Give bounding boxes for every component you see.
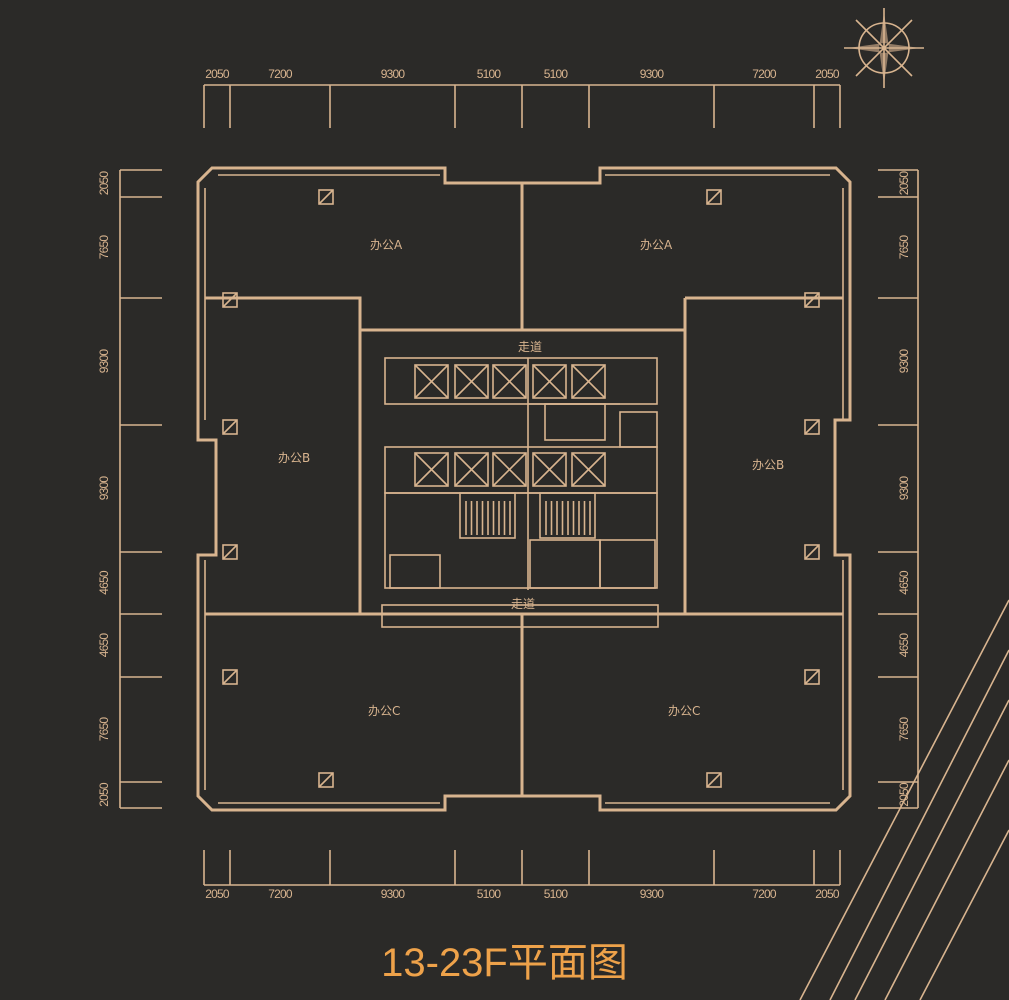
column bbox=[804, 292, 820, 308]
left-dimension-label: 9300 bbox=[97, 476, 111, 501]
column bbox=[804, 669, 820, 685]
column bbox=[706, 772, 722, 788]
top-dimension-label: 7200 bbox=[268, 67, 293, 81]
right-dimension-label: 2050 bbox=[897, 782, 911, 807]
column bbox=[222, 419, 238, 435]
elevator-shaft bbox=[532, 364, 567, 399]
bottom-dimension-label: 2050 bbox=[815, 887, 840, 901]
decorative-diagonal-lines bbox=[799, 599, 1009, 1000]
bottom-dimension-label: 7200 bbox=[752, 887, 777, 901]
room-label-office-a-left: 办公A bbox=[370, 237, 403, 252]
room-label-office-b-left: 办公B bbox=[278, 450, 310, 465]
right-dimension-label: 7650 bbox=[897, 717, 911, 742]
right-dimension-label: 4650 bbox=[897, 570, 911, 595]
column bbox=[222, 292, 238, 308]
elevator-shaft bbox=[571, 452, 606, 487]
left-dimension-label: 2050 bbox=[97, 782, 111, 807]
plan-title: 13-23F平面图 bbox=[381, 941, 628, 985]
room-label-office-b-right: 办公B bbox=[752, 457, 784, 472]
right-dimension-label: 4650 bbox=[897, 633, 911, 658]
elevator-shaft bbox=[492, 364, 527, 399]
column bbox=[318, 772, 334, 788]
top-dimension-label: 7200 bbox=[752, 67, 777, 81]
top-dimension-label: 5100 bbox=[477, 67, 502, 81]
elevator-shaft bbox=[571, 364, 606, 399]
bottom-dimension-label: 2050 bbox=[205, 887, 230, 901]
staircase bbox=[545, 501, 591, 535]
left-dimension-label: 7650 bbox=[97, 235, 111, 260]
columns bbox=[222, 189, 820, 788]
room-label-corridor-top: 走道 bbox=[518, 340, 542, 354]
bottom-dimension-label: 9300 bbox=[381, 887, 406, 901]
left-dimension-label: 2050 bbox=[97, 171, 111, 196]
top-dimension-label: 2050 bbox=[205, 67, 230, 81]
column bbox=[804, 544, 820, 560]
top-dimension-label: 2050 bbox=[815, 67, 840, 81]
right-dimension-label: 9300 bbox=[897, 349, 911, 374]
right-dimension-label: 2050 bbox=[897, 171, 911, 196]
column bbox=[706, 189, 722, 205]
partitions bbox=[205, 183, 843, 796]
room-label-office-c-right: 办公C bbox=[668, 703, 700, 718]
column bbox=[318, 189, 334, 205]
left-dimension-label: 9300 bbox=[97, 349, 111, 374]
column bbox=[804, 419, 820, 435]
compass-rose-icon bbox=[844, 8, 924, 88]
room-labels: 办公A 办公A 办公B 办公B 办公C 办公C 走道 走道 bbox=[278, 237, 784, 718]
top-dimension-label: 9300 bbox=[640, 67, 665, 81]
room-label-corridor-bottom: 走道 bbox=[511, 597, 535, 611]
staircase bbox=[465, 501, 511, 535]
column bbox=[222, 544, 238, 560]
elevator-shaft bbox=[532, 452, 567, 487]
column bbox=[222, 669, 238, 685]
elevator-shaft bbox=[454, 364, 489, 399]
right-dimension-label: 9300 bbox=[897, 476, 911, 501]
elevator-shaft bbox=[492, 452, 527, 487]
left-dimension-label: 4650 bbox=[97, 633, 111, 658]
top-dimension-label: 5100 bbox=[544, 67, 569, 81]
left-dimension-label: 4650 bbox=[97, 570, 111, 595]
core bbox=[381, 357, 659, 628]
bottom-dimension-label: 9300 bbox=[640, 887, 665, 901]
building-outline bbox=[196, 166, 852, 812]
room-label-office-a-right: 办公A bbox=[640, 237, 673, 252]
right-dimension-label: 7650 bbox=[897, 235, 911, 260]
top-dimension-label: 9300 bbox=[381, 67, 406, 81]
room-label-office-c-left: 办公C bbox=[368, 703, 400, 718]
bottom-dimension-label: 5100 bbox=[477, 887, 502, 901]
elevator-shaft bbox=[414, 364, 449, 399]
elevator-shaft bbox=[414, 452, 449, 487]
left-dimension-label: 7650 bbox=[97, 717, 111, 742]
bottom-dimension-label: 5100 bbox=[544, 887, 569, 901]
elevator-shaft bbox=[454, 452, 489, 487]
dimension-lines: 2050 7200 9300 5100 5100 9300 7200 2050 2050 7200… bbox=[97, 67, 919, 901]
bottom-dimension-label: 7200 bbox=[268, 887, 293, 901]
